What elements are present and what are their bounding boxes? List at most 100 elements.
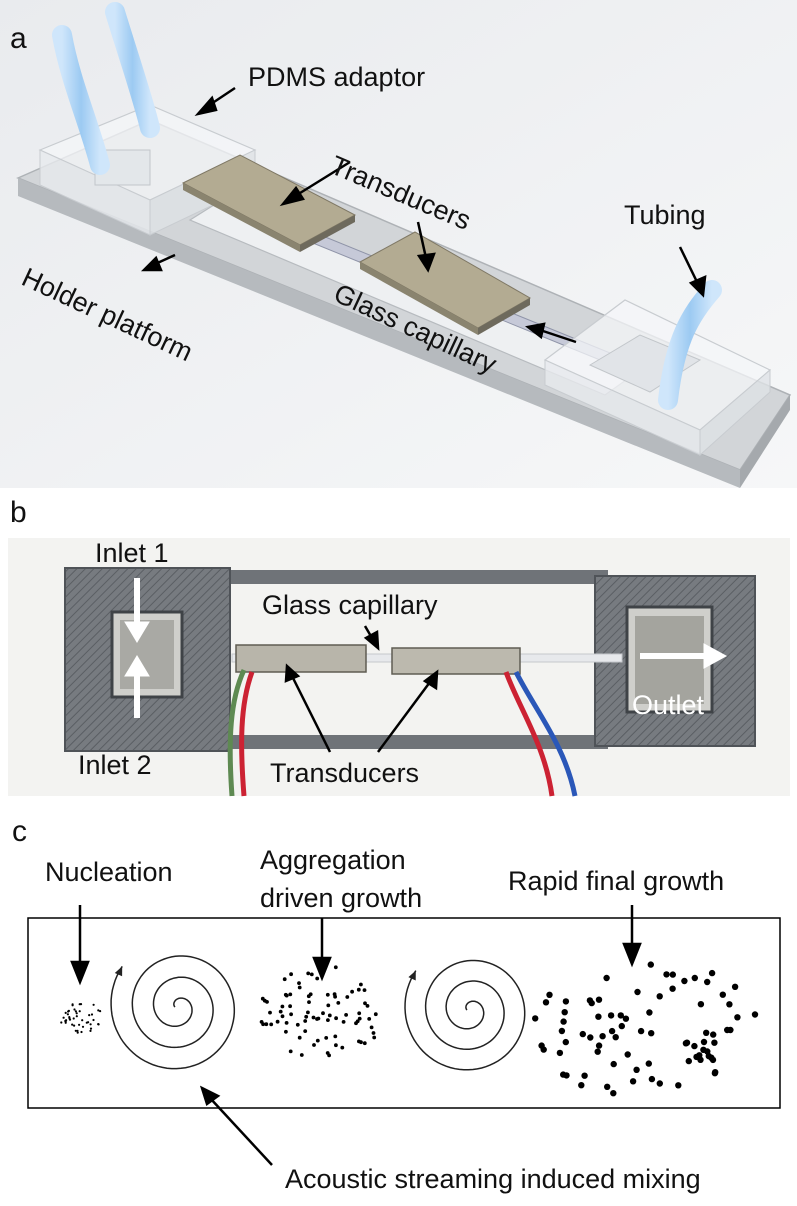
particle: [325, 992, 330, 997]
particle: [332, 992, 337, 997]
particle: [259, 1020, 264, 1024]
particle: [283, 992, 288, 997]
particle: [325, 1051, 330, 1055]
panel-a-letter: a: [10, 22, 27, 55]
particle: [604, 1083, 611, 1091]
particle: [303, 1029, 308, 1033]
particle: [321, 1011, 325, 1016]
particle: [355, 1019, 360, 1024]
particle: [648, 1075, 656, 1083]
particle: [681, 977, 688, 985]
particle: [556, 1049, 564, 1057]
tubing-right: [658, 280, 722, 410]
particle: [719, 991, 726, 998]
transducer-1: [181, 154, 357, 252]
particle: [542, 999, 550, 1006]
particle: [280, 1014, 285, 1019]
particle: [89, 1023, 92, 1026]
aggregation-particles: [259, 965, 378, 1058]
particle: [327, 1013, 332, 1018]
particle: [675, 1082, 682, 1089]
particle: [80, 1030, 83, 1034]
particle: [357, 1039, 361, 1044]
particle: [538, 1042, 545, 1049]
particle: [656, 1080, 663, 1087]
particle: [696, 1052, 703, 1059]
label-inlet-1: Inlet 1: [95, 538, 169, 568]
particle: [333, 1034, 338, 1039]
particle: [586, 997, 594, 1004]
particle: [282, 977, 287, 982]
particle: [315, 1017, 319, 1021]
particle: [581, 1072, 588, 1079]
particle: [288, 1049, 293, 1054]
particle: [275, 1019, 280, 1024]
particle: [306, 1010, 310, 1015]
particle: [90, 1013, 94, 1016]
particle: [304, 1014, 309, 1019]
particle: [71, 1003, 74, 1006]
particle: [92, 1003, 95, 1006]
particle: [369, 1025, 374, 1030]
particle: [73, 1008, 76, 1011]
particle: [308, 992, 313, 997]
particle: [326, 1018, 330, 1022]
particle: [532, 1015, 539, 1022]
label-transducers-b: Transducers: [270, 758, 420, 788]
transducer-photo-1: [235, 644, 367, 673]
particle: [622, 1015, 630, 1022]
particle: [97, 1009, 100, 1012]
particle: [345, 995, 350, 999]
particle: [344, 1013, 348, 1017]
particle: [562, 998, 570, 1005]
particle: [280, 1004, 285, 1009]
particle: [92, 1018, 95, 1022]
streaming-spiral-1: [110, 955, 236, 1070]
tubing-left: [52, 2, 160, 175]
particle: [751, 1011, 759, 1018]
spiral-2-arrowhead: [408, 970, 416, 981]
particle: [697, 1001, 705, 1008]
particle: [373, 1012, 378, 1017]
particle: [68, 1017, 71, 1020]
label-tubing: Tubing: [624, 200, 706, 230]
channel-box: [27, 917, 781, 1109]
particle: [81, 1019, 84, 1022]
particle: [315, 976, 320, 981]
particle: [594, 1048, 601, 1055]
particle: [731, 983, 739, 990]
particle: [89, 1027, 93, 1030]
particle: [75, 1015, 78, 1018]
wire-red-left: [239, 671, 255, 797]
label-nucleation: Nucleation: [45, 857, 173, 887]
particle: [324, 1036, 329, 1040]
particle: [561, 1009, 568, 1016]
particle: [683, 1039, 691, 1046]
particle: [645, 1060, 652, 1067]
particle: [78, 1010, 81, 1013]
particle: [74, 1029, 77, 1032]
particle: [284, 1029, 288, 1034]
particle: [356, 987, 361, 992]
particle: [703, 1029, 710, 1037]
particle: [691, 1042, 698, 1050]
particle: [700, 1038, 708, 1046]
particle: [334, 1043, 338, 1048]
particle: [579, 1030, 586, 1038]
particle: [562, 1038, 569, 1046]
particle: [260, 996, 265, 1001]
particle: [734, 1014, 741, 1021]
particle: [708, 1054, 715, 1061]
particle: [595, 1042, 603, 1049]
particle: [60, 1021, 63, 1024]
particle: [712, 1069, 719, 1076]
particle: [350, 989, 354, 994]
particle: [284, 1021, 289, 1025]
left-printed-block: [64, 567, 231, 752]
particle: [595, 996, 603, 1003]
wire-green: [227, 668, 247, 797]
particle: [634, 988, 641, 996]
particle: [363, 1001, 367, 1006]
particle: [288, 992, 293, 997]
